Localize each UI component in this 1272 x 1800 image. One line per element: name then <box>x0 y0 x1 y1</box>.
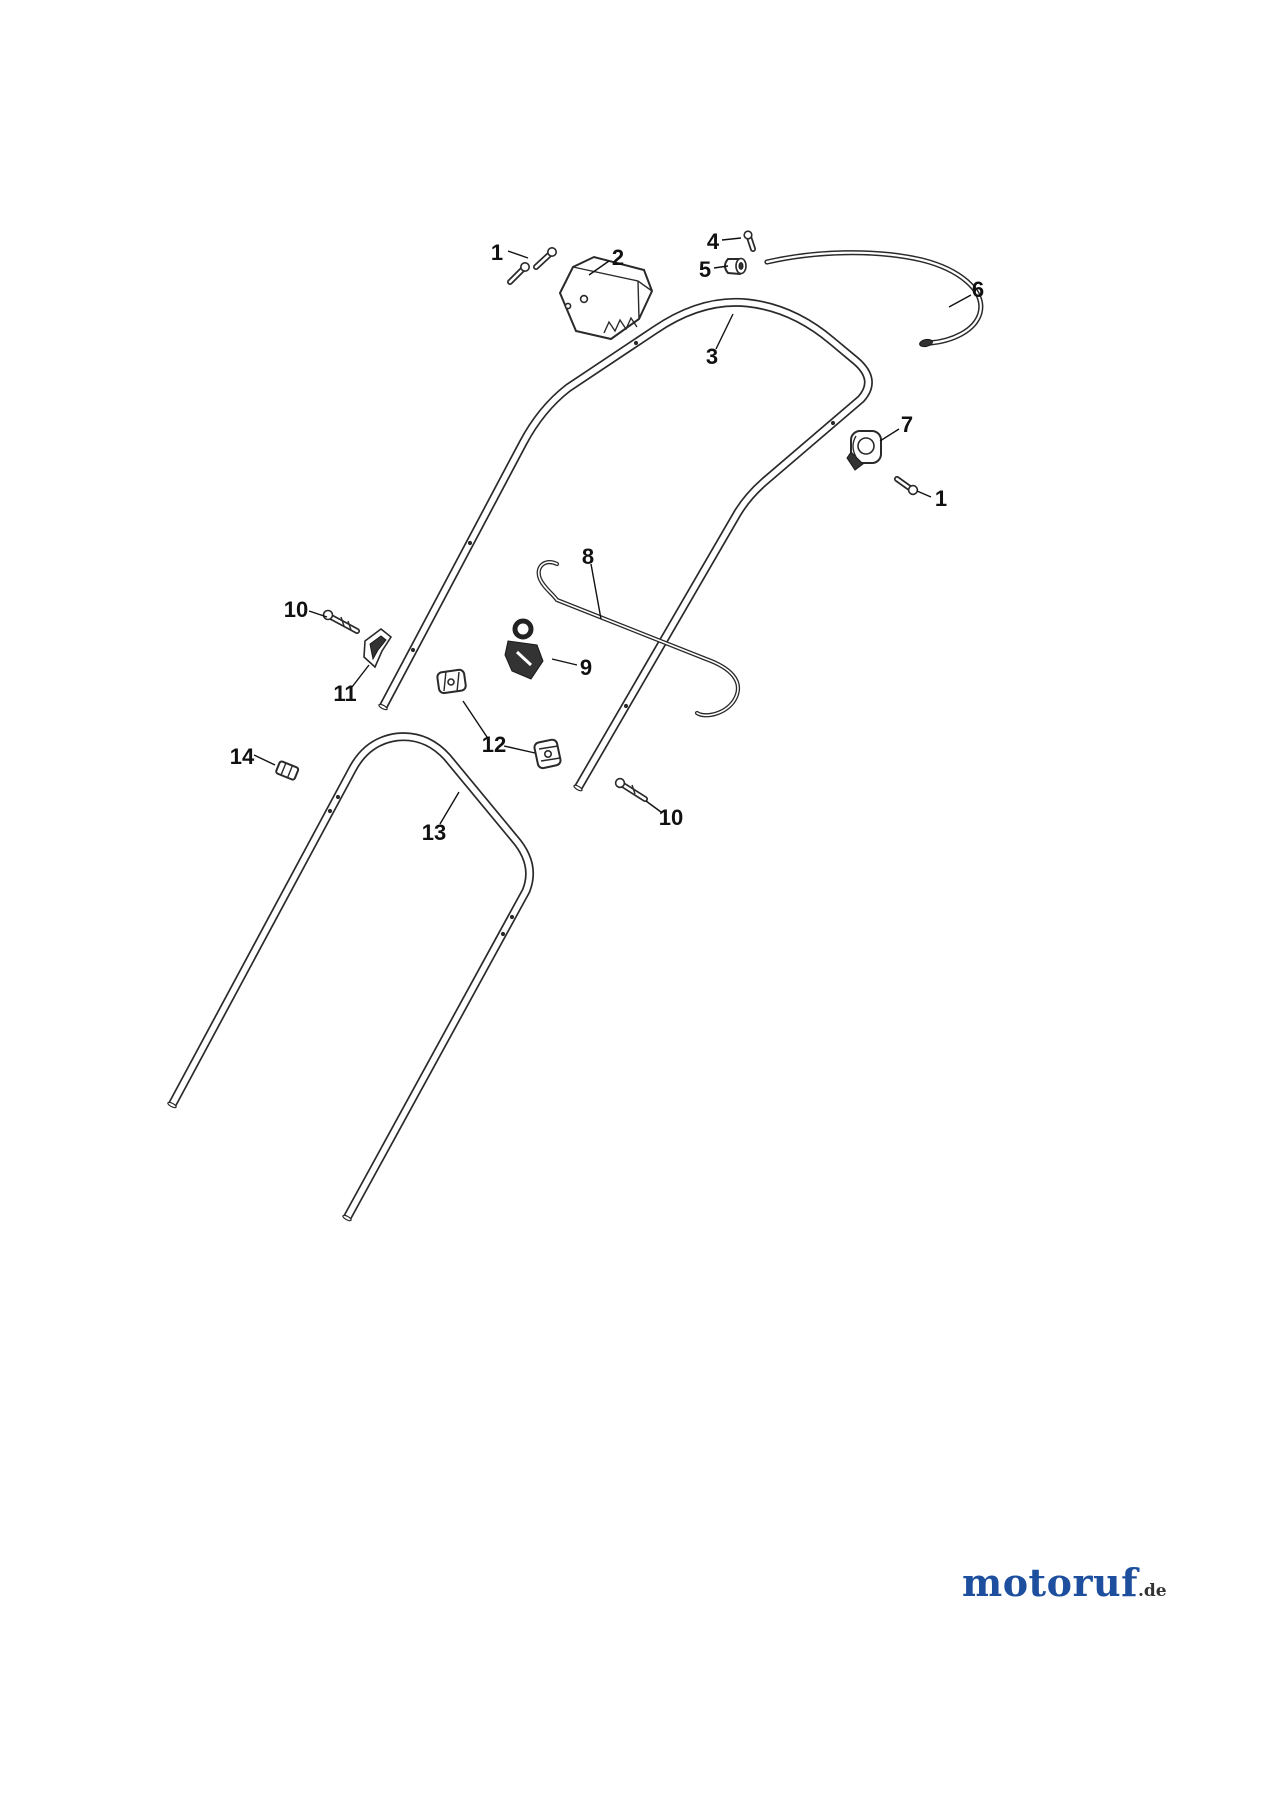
rivet-hole-dot <box>830 420 836 426</box>
bracket-11 <box>363 627 393 669</box>
lower-handle-tube-fill <box>169 733 533 1220</box>
part-label-7: 7 <box>901 412 913 437</box>
tube-end <box>378 703 388 711</box>
part-labels: 1 2 3 4 5 6 7 1 8 9 10 11 12 13 14 10 <box>230 229 984 845</box>
part-label-1-right: 1 <box>935 486 947 511</box>
tube-end <box>573 784 583 792</box>
screw-head <box>322 609 334 621</box>
part-label-10-lower: 10 <box>659 805 683 830</box>
logo-tld-text: .de <box>1137 1581 1167 1601</box>
rivet-hole-dot <box>335 794 341 800</box>
control-rod-fill <box>765 251 982 345</box>
rivet-hole-dot <box>410 647 416 653</box>
tube-end <box>342 1214 352 1222</box>
leader-lines <box>253 237 972 825</box>
lower-handle-bar <box>167 732 534 1222</box>
screw-thread <box>340 616 345 627</box>
switch-box-edge <box>637 280 640 320</box>
rivet-hole-dot <box>633 340 639 346</box>
rivet-hole-dot <box>500 931 506 937</box>
clip-hole <box>543 749 552 758</box>
clip-hole <box>447 678 455 686</box>
bracket-face <box>369 635 387 661</box>
rivet-hole-dot <box>623 703 629 709</box>
screw-1-top-b <box>507 261 530 285</box>
clip-12-b <box>533 738 562 770</box>
part-label-12: 12 <box>482 732 506 757</box>
clamp-tab <box>846 451 864 471</box>
clip-slot <box>515 650 533 667</box>
cable-clip-9 <box>504 618 544 680</box>
screw-thread <box>631 784 636 795</box>
control-rod <box>764 250 984 348</box>
rod-end-fitting <box>919 338 933 348</box>
bolt-4 <box>743 230 756 252</box>
clamp-bore <box>857 437 875 455</box>
switch-box-hole <box>564 302 572 310</box>
tube-end <box>167 1101 177 1109</box>
screw-1-top-a <box>533 247 557 270</box>
control-rod-line <box>764 250 984 346</box>
part-label-2: 2 <box>612 245 624 270</box>
switch-box <box>558 255 654 341</box>
handle-clamp-7 <box>846 430 882 471</box>
screw-head <box>519 261 530 272</box>
screw-10-left <box>322 609 360 634</box>
part-label-1-top: 1 <box>491 240 503 265</box>
part-label-4: 4 <box>707 229 720 254</box>
clip-ring <box>512 618 534 640</box>
clamp-detail <box>852 435 857 458</box>
part-label-8: 8 <box>582 544 594 569</box>
part-label-13: 13 <box>422 820 446 845</box>
part-label-5: 5 <box>699 257 711 282</box>
switch-box-hole <box>579 294 589 304</box>
clamp-bore <box>738 262 744 270</box>
part-label-3: 3 <box>706 344 718 369</box>
rivet-hole-dot <box>467 540 473 546</box>
part-label-11: 11 <box>333 681 356 706</box>
logo-brand-text: motoruf <box>962 1560 1138 1605</box>
part-label-10-left: 10 <box>284 597 308 622</box>
screw-thread <box>347 620 352 631</box>
upper-handle-bar <box>378 297 873 792</box>
retainer-wire <box>536 560 740 718</box>
screw-head <box>907 484 919 496</box>
upper-handle-tube-fill <box>380 299 872 790</box>
screw-head <box>546 247 557 258</box>
screw-head <box>614 777 626 789</box>
bolt-head <box>743 230 753 240</box>
cable-clamp-5 <box>724 257 747 276</box>
screw-1-right <box>894 476 919 496</box>
part-label-6: 6 <box>972 277 984 302</box>
spacer-14 <box>275 760 300 781</box>
rivet-hole-dot <box>327 808 333 814</box>
upper-handle-tube <box>379 297 873 791</box>
screw-10-lower <box>614 777 648 802</box>
part-label-9: 9 <box>580 655 592 680</box>
part-label-14: 14 <box>230 744 255 769</box>
rivet-hole-dot <box>509 914 515 920</box>
clip-12-a <box>436 668 467 695</box>
switch-box-vents <box>603 316 638 334</box>
motoruf-logo: motoruf.de <box>962 1560 1167 1605</box>
retainer-wire-fill <box>538 561 739 717</box>
